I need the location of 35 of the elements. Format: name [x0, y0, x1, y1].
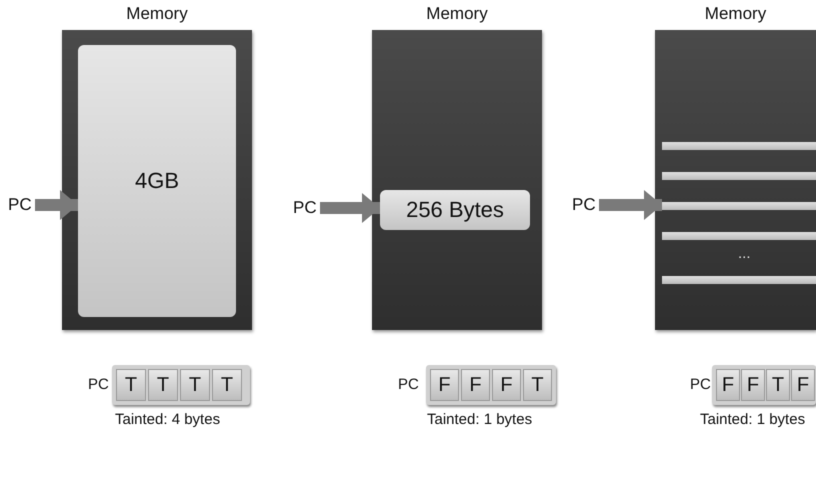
taint-cell: T	[116, 369, 146, 401]
arrow	[35, 190, 78, 220]
memory-region: 256 Bytes	[380, 190, 530, 230]
arrow	[599, 190, 662, 220]
ellipsis-text: ...	[738, 244, 751, 264]
taint-cell: T	[180, 369, 210, 401]
memory-region: 4GB	[78, 45, 236, 317]
memory-row-bar	[662, 172, 816, 180]
taint-cell: F	[716, 369, 740, 401]
memory-row-bar	[662, 276, 816, 284]
taint-cell: F	[430, 369, 459, 401]
caption-text: Tainted: 1 bytes	[427, 410, 532, 430]
caption-text: Tainted: 1 bytes	[700, 410, 806, 430]
pc-label: PC	[8, 194, 32, 216]
panel-title: Memory	[704, 3, 768, 25]
panel-title: Memory	[425, 3, 489, 25]
taint-cell: F	[492, 369, 521, 401]
taint-cell: T	[523, 369, 552, 401]
memory-row-bar	[662, 142, 816, 150]
caption-text: Tainted: 4 bytes	[115, 410, 220, 430]
pc-label: PC	[690, 375, 711, 395]
pc-label: PC	[88, 375, 109, 395]
taint-cell: F	[791, 369, 815, 401]
arrow	[320, 193, 380, 223]
pc-label: PC	[572, 194, 596, 216]
taint-cell: T	[766, 369, 790, 401]
taint-cell: T	[212, 369, 242, 401]
taint-cell: F	[741, 369, 765, 401]
pc-label: PC	[293, 197, 317, 219]
taint-cell: F	[461, 369, 490, 401]
taint-cell: T	[148, 369, 178, 401]
memory-row-bar	[662, 202, 816, 210]
memory-row-bar	[662, 232, 816, 240]
pc-label: PC	[398, 375, 419, 395]
panel-title: Memory	[125, 3, 189, 25]
